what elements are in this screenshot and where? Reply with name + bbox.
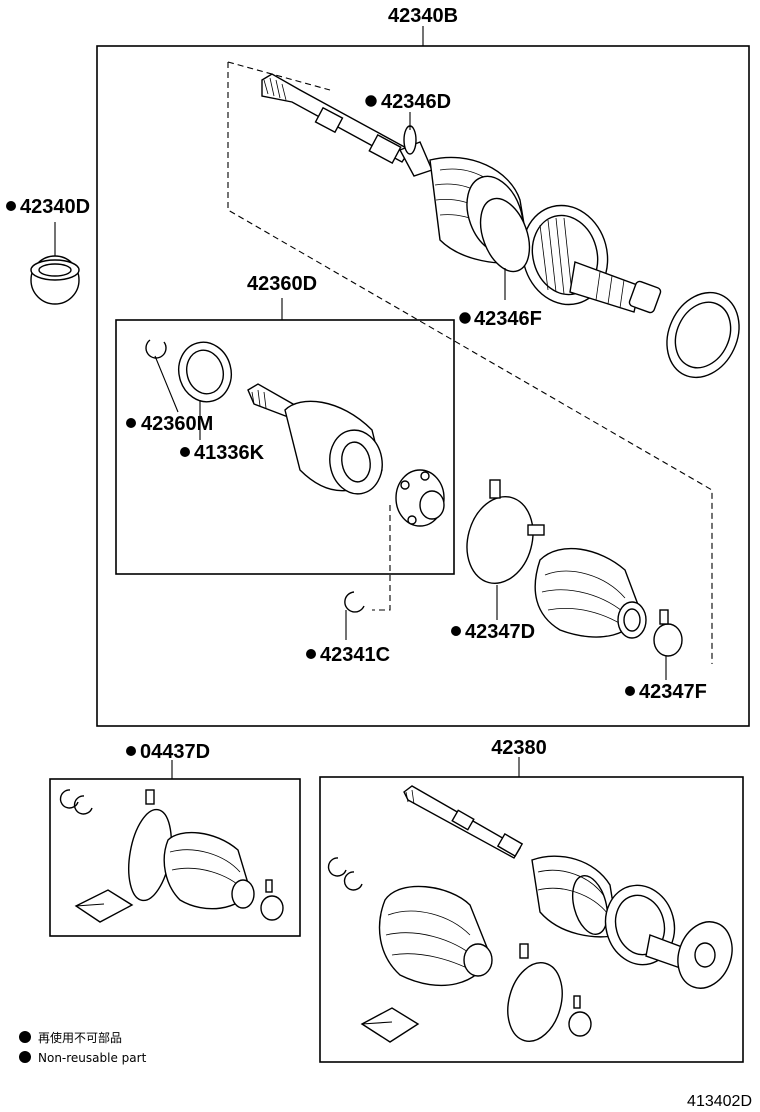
- frame-42360D: [115, 319, 455, 575]
- clamp-42347F: [653, 609, 683, 657]
- outer-cv-joint: [521, 204, 662, 314]
- tripod-joint: [395, 469, 445, 527]
- dust-seal-ring: [666, 291, 740, 379]
- axle-shaft-outer: [261, 73, 433, 177]
- ring-41336K: [178, 341, 232, 403]
- label-42380[interactable]: 42380: [491, 737, 547, 759]
- label-42340D[interactable]: 42340D: [20, 196, 90, 218]
- label-42347D[interactable]: 42347D: [465, 621, 535, 643]
- label-42347F[interactable]: 42347F: [639, 681, 707, 703]
- frame-42380: [319, 776, 744, 1063]
- clamp-42346F: [479, 197, 531, 273]
- legend-line-2: Non-reusable part: [38, 1051, 147, 1065]
- label-42346D[interactable]: 42346D: [381, 91, 451, 113]
- legend-bullet-2: [19, 1051, 31, 1063]
- legend-line-1: 再使用不可部品: [38, 1030, 122, 1045]
- legend-bullet-1: [19, 1031, 31, 1043]
- label-42360D[interactable]: 42360D: [247, 273, 317, 295]
- inner-boot: [534, 547, 647, 639]
- boot-kit-42380-parts: [327, 857, 592, 1043]
- label-04437D[interactable]: 04437D: [140, 741, 210, 763]
- snap-ring-42360M: [145, 339, 167, 359]
- clamp-42346D: [403, 125, 417, 155]
- snap-ring-42341C: [344, 591, 365, 613]
- band-clamp-42347D: [466, 479, 545, 585]
- label-41336K[interactable]: 41336K: [194, 442, 265, 464]
- label-42341C[interactable]: 42341C: [320, 644, 390, 666]
- kit-04437D-parts: [59, 789, 284, 923]
- seal-42340D: [30, 255, 80, 305]
- frame-04437D: [49, 778, 301, 937]
- label-42346F[interactable]: 42346F: [474, 308, 542, 330]
- illustration-number: 413402D: [687, 1093, 752, 1110]
- label-42340B[interactable]: 42340B: [388, 5, 458, 27]
- dashed-outline: [227, 62, 713, 664]
- inner-joint-housing: [247, 383, 383, 495]
- label-42360M[interactable]: 42360M: [141, 413, 213, 435]
- axle-assembly-42380: [403, 785, 733, 989]
